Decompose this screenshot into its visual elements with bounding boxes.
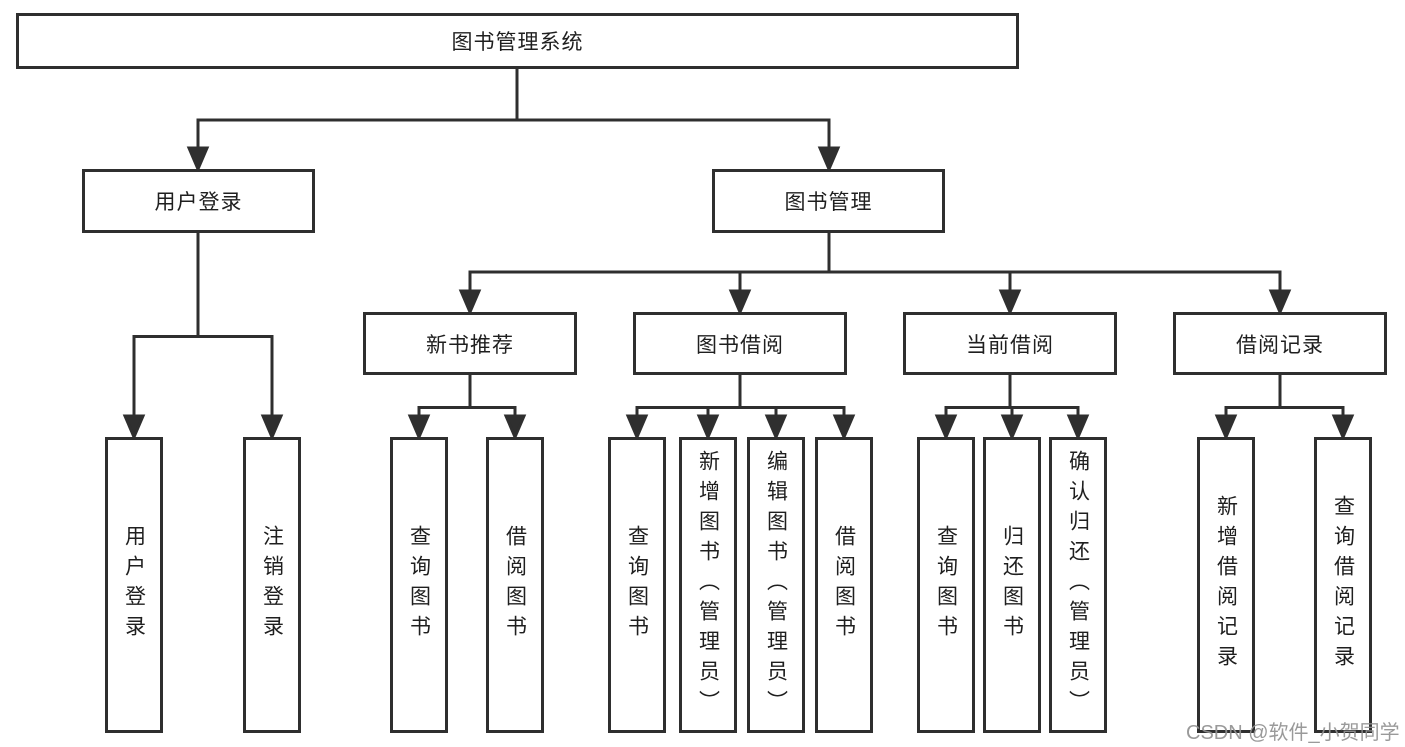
node-current-borrow: 当前借阅 — [903, 312, 1117, 375]
node-bb-add-books-admin-label: 新增图书（管理员） — [696, 450, 720, 720]
node-rec-query-books-label: 查询图书 — [407, 525, 431, 645]
node-cb-confirm-return-admin-label: 确认归还（管理员） — [1066, 450, 1090, 720]
node-borrow-records-label: 借阅记录 — [1236, 333, 1324, 357]
node-bb-edit-books-admin: 编辑图书（管理员） — [747, 437, 805, 733]
node-rec-query-books: 查询图书 — [390, 437, 448, 733]
node-cb-confirm-return-admin: 确认归还（管理员） — [1049, 437, 1107, 733]
node-login: 用户登录 — [105, 437, 163, 733]
node-logout-label: 注销登录 — [260, 525, 284, 645]
node-bb-borrow-books-label: 借阅图书 — [832, 525, 856, 645]
node-rec-borrow-books: 借阅图书 — [486, 437, 544, 733]
node-cb-return-books-label: 归还图书 — [1000, 525, 1024, 645]
node-root: 图书管理系统 — [16, 13, 1019, 69]
csdn-watermark: CSDN @软件_小贺同学 — [1186, 722, 1400, 744]
node-root-label: 图书管理系统 — [451, 31, 584, 54]
node-borrow-records: 借阅记录 — [1173, 312, 1387, 375]
node-bb-add-books-admin: 新增图书（管理员） — [679, 437, 737, 733]
node-br-query-record-label: 查询借阅记录 — [1331, 495, 1355, 675]
node-book-borrow-label: 图书借阅 — [696, 333, 784, 357]
node-user-login-label: 用户登录 — [154, 191, 243, 214]
node-logout: 注销登录 — [243, 437, 301, 733]
node-book-borrow: 图书借阅 — [633, 312, 847, 375]
node-new-book-recommend-label: 新书推荐 — [426, 333, 514, 357]
node-cb-query-books: 查询图书 — [917, 437, 975, 733]
node-br-query-record: 查询借阅记录 — [1314, 437, 1372, 733]
node-bb-query-books-label: 查询图书 — [625, 525, 649, 645]
node-bb-borrow-books: 借阅图书 — [815, 437, 873, 733]
node-book-management: 图书管理 — [712, 169, 945, 233]
node-br-add-record-label: 新增借阅记录 — [1214, 495, 1238, 675]
node-rec-borrow-books-label: 借阅图书 — [503, 525, 527, 645]
node-current-borrow-label: 当前借阅 — [966, 333, 1054, 357]
node-new-book-recommend: 新书推荐 — [363, 312, 577, 375]
node-user-login: 用户登录 — [82, 169, 315, 233]
node-bb-edit-books-admin-label: 编辑图书（管理员） — [764, 450, 788, 720]
node-br-add-record: 新增借阅记录 — [1197, 437, 1255, 733]
node-login-label: 用户登录 — [122, 525, 146, 645]
node-cb-return-books: 归还图书 — [983, 437, 1041, 733]
node-bb-query-books: 查询图书 — [608, 437, 666, 733]
node-book-management-label: 图书管理 — [784, 191, 873, 214]
node-cb-query-books-label: 查询图书 — [934, 525, 958, 645]
